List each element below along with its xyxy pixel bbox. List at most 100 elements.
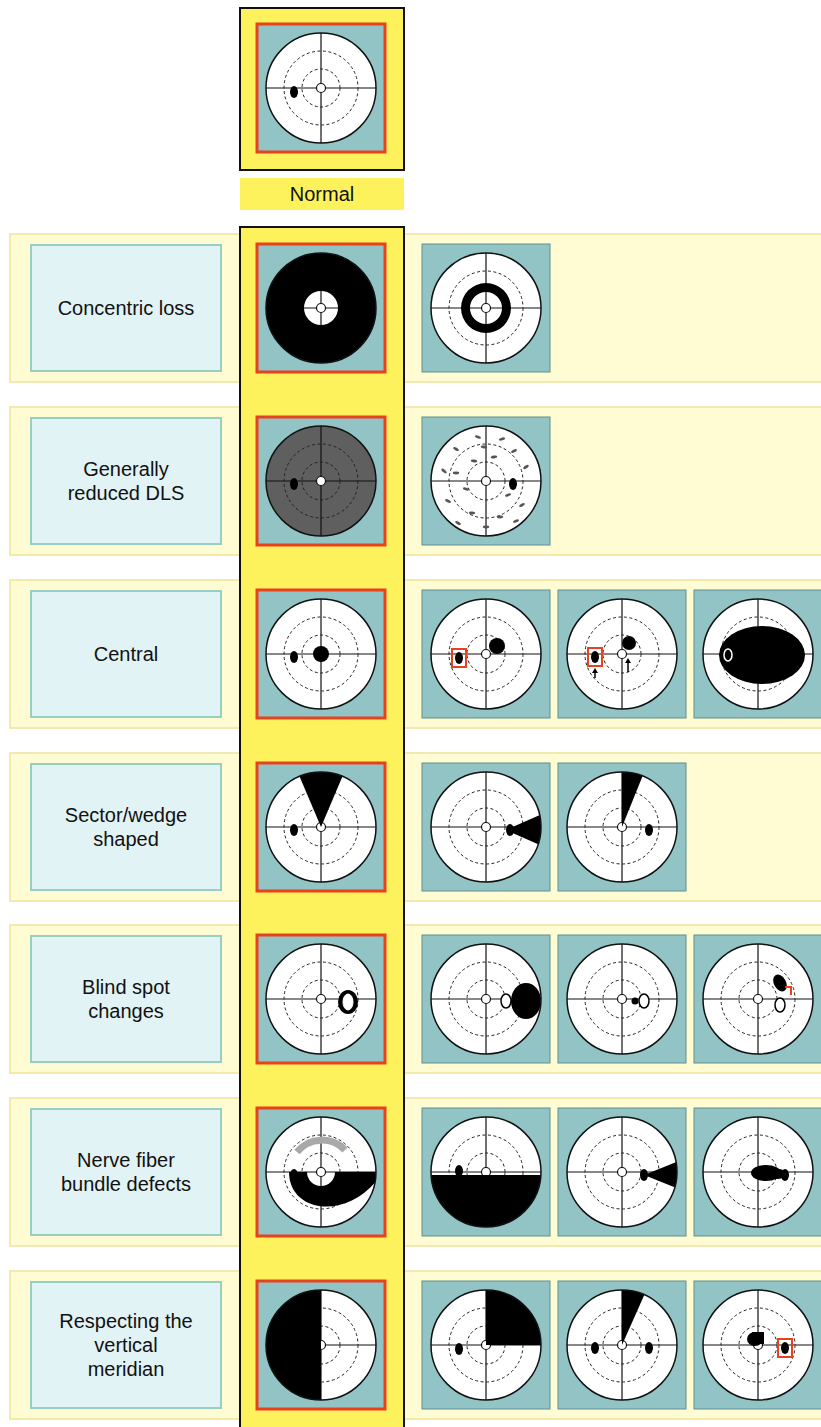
defect-layer <box>751 1165 789 1181</box>
field-disc <box>431 426 541 536</box>
blind-spot <box>501 994 511 1008</box>
defect-layer <box>441 435 530 529</box>
field-grid <box>703 1290 813 1400</box>
category-label: Central <box>94 642 158 666</box>
row-band <box>10 1098 821 1246</box>
fixation-ring <box>317 995 326 1004</box>
defect-layer <box>455 1285 546 1355</box>
isopter-ring <box>721 962 795 1036</box>
chart-tile <box>422 1281 550 1409</box>
field-outline <box>567 1117 677 1227</box>
field-outline <box>431 772 541 882</box>
field-grid <box>703 599 813 709</box>
blind-spot <box>775 998 785 1012</box>
depressed-field <box>266 426 376 536</box>
defect-layer <box>747 1332 789 1354</box>
fixation-ring <box>482 650 491 659</box>
defect-layer <box>591 636 636 663</box>
category-label: Sector/wedge shaped <box>56 803 196 851</box>
chart-tile <box>257 244 385 372</box>
field-outline <box>266 1117 376 1227</box>
field-chart <box>422 590 550 718</box>
fixation-ring <box>618 1168 627 1177</box>
defect-layer <box>591 1255 659 1354</box>
blind-spot <box>290 1169 298 1181</box>
blind-spot <box>290 651 298 663</box>
blind-spot <box>781 1342 789 1354</box>
field-disc <box>703 944 813 1054</box>
scotoma <box>770 972 789 994</box>
category-label: Respecting the vertical meridian <box>56 1309 196 1381</box>
isopter-ring <box>603 635 641 673</box>
depression-mark <box>481 445 488 449</box>
chart-tile <box>257 1108 385 1236</box>
field-grid <box>431 253 541 363</box>
field-outline <box>431 253 541 363</box>
field-outline <box>567 599 677 709</box>
isopter-ring <box>449 617 523 691</box>
category-label: Concentric loss <box>58 296 195 320</box>
field-chart <box>558 1255 686 1409</box>
blind-spot <box>781 1169 789 1181</box>
field-outline <box>266 253 376 363</box>
defect-layer <box>632 994 650 1008</box>
isopter-ring <box>449 271 523 345</box>
isopter-ring <box>284 962 358 1036</box>
isopter-ring <box>585 962 659 1036</box>
depression-mark <box>511 448 518 453</box>
isopter-ring <box>603 980 641 1018</box>
defect-layer <box>261 1285 321 1405</box>
field-outline <box>703 944 813 1054</box>
blind-spot <box>640 1169 648 1181</box>
field-outline <box>431 944 541 1054</box>
marker-layer <box>588 648 631 678</box>
field-outline <box>266 33 376 143</box>
fixation-ring <box>482 304 491 313</box>
relative-arcuate-defect <box>297 1140 345 1152</box>
blind-spot <box>509 478 517 490</box>
defect-area <box>461 283 511 333</box>
highlight-box <box>452 649 466 667</box>
isopter-ring <box>302 635 340 673</box>
depression-mark <box>513 519 520 524</box>
row-band <box>10 1271 821 1419</box>
blind-spot <box>724 649 732 661</box>
field-chart <box>558 935 686 1063</box>
field-grid <box>567 599 677 709</box>
row-band <box>10 753 821 901</box>
depression-mark <box>519 502 526 508</box>
field-outline <box>703 1290 813 1400</box>
category-box: Concentric loss <box>30 244 222 372</box>
field-chart <box>257 935 385 1063</box>
fixation-ring <box>317 477 326 486</box>
field-chart <box>694 1281 821 1409</box>
quadrantanopia <box>486 1285 546 1345</box>
blind-spot <box>290 824 298 836</box>
blind-spot <box>506 824 514 836</box>
chart-tile <box>257 935 385 1063</box>
field-chart <box>257 417 385 545</box>
depression-mark <box>499 437 506 441</box>
isopter-ring <box>721 1308 795 1382</box>
field-disc <box>431 944 541 1054</box>
field-chart <box>257 590 385 718</box>
defect-layer <box>261 248 381 368</box>
chart-tile <box>694 1281 821 1409</box>
blind-spot <box>290 478 298 490</box>
depression-mark <box>441 468 448 474</box>
defect-layer <box>338 990 358 1014</box>
field-disc <box>266 33 376 143</box>
chart-tile <box>257 590 385 718</box>
defect-layer <box>426 1165 546 1232</box>
field-chart <box>558 737 686 891</box>
category-box: Central <box>30 590 222 718</box>
field-outline <box>266 599 376 709</box>
chart-tile <box>257 24 385 152</box>
defect-layer <box>290 478 298 490</box>
field-outline <box>703 599 813 709</box>
field-chart <box>257 24 385 152</box>
scotoma <box>313 646 329 662</box>
highlight-box <box>778 1339 792 1357</box>
defect-layer <box>289 1140 383 1206</box>
